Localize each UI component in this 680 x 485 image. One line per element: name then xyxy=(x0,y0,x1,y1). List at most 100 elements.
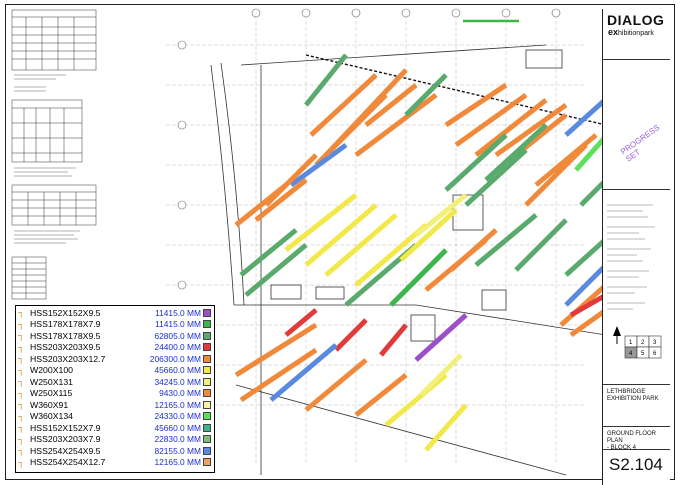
schedule-tables xyxy=(11,9,97,300)
legend-section: HSS178X178X9.5 xyxy=(30,330,101,341)
divider xyxy=(603,189,670,190)
member-icon: ┐ xyxy=(18,422,25,433)
keyplan-cell: 4 xyxy=(629,351,633,357)
legend-section: HSS203X203X9.5 xyxy=(30,342,101,353)
legend-row: ┐ HSS254X254X12.7 12165.0 MM xyxy=(16,457,214,469)
member-icon: ┐ xyxy=(18,445,25,456)
legend-swatch xyxy=(203,308,211,317)
legend-swatch xyxy=(203,435,211,444)
title-block: DIALOG exhibitionpark PROGRESS SET 1 2 xyxy=(602,9,670,485)
legend-length: 22830.0 MM xyxy=(154,434,201,445)
legend-length: 12165.0 MM xyxy=(154,399,201,410)
sheet-title-line: - BLOCK 4 xyxy=(607,445,637,451)
legend-section: HSS254X254X9.5 xyxy=(30,445,101,456)
legend-row: ┐ W250X131 34245.0 MM xyxy=(16,376,214,388)
legend-row: ┐ HSS152X152X9.5 11415.0 MM xyxy=(16,307,214,319)
logo-suffix: hibitionpark xyxy=(618,30,654,37)
divider xyxy=(603,449,670,450)
legend-row: ┐ W250X115 9430.0 MM xyxy=(16,388,214,400)
legend-swatch xyxy=(203,446,211,455)
legend-length: 34245.0 MM xyxy=(154,376,201,387)
legend-row: ┐ HSS203X203X7.9 22830.0 MM xyxy=(16,434,214,446)
member-icon: ┐ xyxy=(18,399,25,410)
legend-row: ┐ HSS254X254X9.5 82155.0 MM xyxy=(16,445,214,457)
progress-set-stamp: PROGRESS SET xyxy=(619,122,662,164)
legend-section: W360X134 xyxy=(30,411,73,422)
legend-section: HSS178X178X7.9 xyxy=(30,319,101,330)
member-icon: ┐ xyxy=(18,456,25,467)
legend-length: 24400.0 MM xyxy=(154,342,201,353)
sheet-title-line: GROUND FLOOR PLAN xyxy=(607,431,657,444)
structural-plan-drawing[interactable] xyxy=(6,5,606,481)
legend-swatch xyxy=(203,320,211,329)
legend-swatch xyxy=(203,389,211,398)
drawing-sheet: ┐ HSS152X152X9.5 11415.0 MM ┐ HSS178X178X7.… xyxy=(5,4,675,485)
legend-length: 11415.0 MM xyxy=(155,307,201,318)
legend-swatch xyxy=(203,377,211,386)
legend-swatch xyxy=(203,400,211,409)
member-icon: ┐ xyxy=(18,364,25,375)
keyplan-cell: 3 xyxy=(653,340,657,346)
exhibition-park-logo: exhibitionpark xyxy=(608,27,654,37)
sheet-title: GROUND FLOOR PLAN- BLOCK 4 xyxy=(607,431,670,452)
legend-section: W250X131 xyxy=(30,376,73,387)
legend-row: ┐ W200X100 45660.0 MM xyxy=(16,365,214,377)
member-icon: ┐ xyxy=(18,307,25,318)
member-icon: ┐ xyxy=(18,353,25,364)
structural-members xyxy=(234,53,606,452)
sheet-number: S2.104 xyxy=(609,455,663,474)
member-icon: ┐ xyxy=(18,410,25,421)
member-icon: ┐ xyxy=(18,330,25,341)
legend-row: ┐ HSS152X152X7.9 45660.0 MM xyxy=(16,422,214,434)
divider xyxy=(603,426,670,427)
legend-row: ┐ HSS203X203X9.5 24400.0 MM xyxy=(16,342,214,354)
material-legend: ┐ HSS152X152X9.5 11415.0 MM ┐ HSS178X178X7.… xyxy=(15,305,215,473)
legend-section: HSS203X203X12.7 xyxy=(30,353,106,364)
legend-row: ┐ W360X134 24330.0 MM xyxy=(16,411,214,423)
logo-prefix: ex xyxy=(608,27,619,37)
legend-swatch xyxy=(203,354,211,363)
legend-section: HSS254X254X12.7 xyxy=(30,457,106,468)
divider xyxy=(603,384,670,385)
member-icon: ┐ xyxy=(18,318,25,329)
legend-row: ┐ W360X91 12165.0 MM xyxy=(16,399,214,411)
key-plan: 1 2 3 4 5 6 xyxy=(613,326,662,359)
legend-section: HSS152X152X7.9 xyxy=(30,422,101,433)
legend-swatch xyxy=(203,343,211,352)
legend-length: 45660.0 MM xyxy=(154,422,201,433)
legend-section: W200X100 xyxy=(30,365,73,376)
legend-swatch xyxy=(203,458,211,467)
legend-section: HSS152X152X9.5 xyxy=(30,307,101,318)
legend-swatch xyxy=(203,331,211,340)
legend-length: 11415.0 MM xyxy=(155,319,201,330)
legend-section: W360X91 xyxy=(30,399,69,410)
legend-length: 24330.0 MM xyxy=(154,411,201,422)
legend-swatch xyxy=(203,423,211,432)
legend-section: W250X115 xyxy=(30,388,73,399)
divider xyxy=(603,59,670,60)
keyplan-cell: 1 xyxy=(629,340,633,346)
member-icon: ┐ xyxy=(18,376,25,387)
member-icon: ┐ xyxy=(18,433,25,444)
legend-swatch xyxy=(203,412,211,421)
legend-row: ┐ HSS178X178X7.9 11415.0 MM xyxy=(16,319,214,331)
legend-length: 9430.0 MM xyxy=(159,388,201,399)
keyplan-cell: 2 xyxy=(641,340,645,346)
legend-swatch xyxy=(203,366,211,375)
dialog-logo: DIALOG xyxy=(607,12,665,28)
member-icon: ┐ xyxy=(18,341,25,352)
project-line: LETHBRIDGE xyxy=(607,389,646,395)
member-icon: ┐ xyxy=(18,387,25,398)
schedule-notes xyxy=(14,74,80,244)
legend-row: ┐ HSS203X203X12.7 206300.0 MM xyxy=(16,353,214,365)
north-arrow-icon xyxy=(613,326,621,336)
keyplan-cell: 6 xyxy=(653,351,657,357)
legend-length: 45660.0 MM xyxy=(154,365,201,376)
legend-length: 12165.0 MM xyxy=(154,457,201,468)
keyplan-cell: 5 xyxy=(641,351,645,357)
legend-length: 82155.0 MM xyxy=(154,445,201,456)
legend-section: HSS203X203X7.9 xyxy=(30,434,101,445)
legend-length: 206300.0 MM xyxy=(149,353,201,364)
